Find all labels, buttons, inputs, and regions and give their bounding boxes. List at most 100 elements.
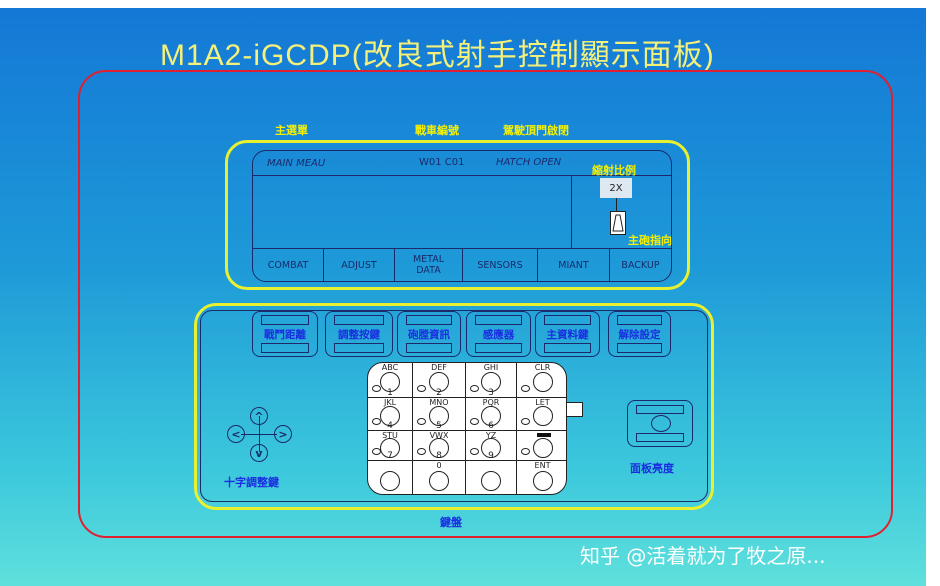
key-circle (380, 470, 400, 491)
key-number: 8 (436, 451, 442, 461)
brightness-control[interactable] (627, 400, 693, 447)
key-letters: ENT (534, 461, 551, 470)
key-circle (532, 406, 553, 426)
dpad-left-button[interactable]: < (227, 425, 245, 443)
keypad-key[interactable]: YZ 9 (466, 431, 517, 461)
btn-backup[interactable]: BACKUP (621, 259, 660, 271)
key-led (417, 418, 426, 425)
key-circle (380, 406, 400, 426)
keypad-key[interactable]: LET (517, 398, 566, 431)
keypad-key[interactable] (517, 431, 566, 461)
soft-key-3[interactable]: 砲膛資訊 (397, 311, 461, 357)
key-letters: PQR (482, 398, 500, 407)
key-circle (429, 406, 449, 426)
key-letters: 0 (436, 461, 442, 470)
keypad-key[interactable]: 0 (413, 461, 466, 494)
dpad: ^ v < > (221, 404, 297, 464)
label-main-menu: 主選單 (275, 124, 308, 137)
label-keyboard: 鍵盤 (440, 516, 462, 529)
key-circle (429, 437, 449, 458)
key-led (372, 448, 381, 455)
label-gun-direction: 主砲指向 (628, 234, 672, 247)
display-panel (225, 140, 690, 290)
key-circle (481, 406, 501, 426)
tank-id: W01 C01 (419, 157, 465, 168)
key-letters: VWX (429, 431, 449, 440)
key-number: 5 (436, 421, 442, 431)
key-circle (481, 372, 501, 392)
key-letters: STU (382, 431, 398, 440)
btn-miant[interactable]: MIANT (538, 248, 610, 282)
keypad-key[interactable] (368, 461, 413, 494)
key-led (372, 385, 381, 392)
outer-frame (78, 70, 893, 538)
key-letters: DEF (431, 363, 447, 372)
key-led (470, 448, 479, 455)
key-letters: GHI (483, 363, 499, 372)
soft-key-5[interactable]: 主資料鍵 (535, 311, 600, 357)
keypad-key[interactable]: ENT (517, 461, 566, 494)
dpad-up-button[interactable]: ^ (250, 407, 268, 425)
keypad-tab (565, 402, 583, 417)
soft-key-6[interactable]: 解除設定 (608, 311, 671, 357)
keyboard-panel (194, 303, 714, 510)
key-letters: LET (535, 398, 550, 407)
gun-direction-icon (610, 211, 626, 235)
key-led (521, 385, 530, 392)
key-number: 7 (387, 451, 393, 461)
key-led (521, 418, 530, 425)
label-hatch: 駕駛頂門啟閉 (503, 124, 569, 137)
soft-key-2[interactable]: 調整按鍵 (325, 311, 393, 357)
main-menu-text: MAIN MEAU (267, 158, 326, 169)
hatch-status: HATCH OPEN (496, 157, 562, 168)
key-circle (532, 470, 553, 491)
key-led (372, 418, 381, 425)
label-magnification: 縮射比例 (592, 164, 636, 177)
keypad-key[interactable]: STU 7 (368, 431, 413, 461)
keypad-key[interactable]: VWX 8 (413, 431, 466, 461)
key-letters: YZ (485, 431, 497, 440)
key-led (417, 385, 426, 392)
label-tank-number: 戰車編號 (415, 124, 459, 137)
zoom-indicator[interactable]: 2X (600, 178, 632, 198)
key-led (417, 448, 426, 455)
key-circle (429, 470, 449, 491)
btn-sensors[interactable]: SENSORS (463, 248, 538, 282)
key-letters: MNO (429, 398, 449, 407)
label-dpad: 十字調整鍵 (224, 476, 279, 489)
dpad-down-button[interactable]: v (250, 444, 268, 462)
key-number: 9 (488, 451, 494, 461)
keypad-key[interactable]: GHI 3 (466, 363, 517, 398)
key-circle (481, 437, 501, 458)
btn-metal-data[interactable]: METAL DATA (395, 248, 463, 282)
key-circle (481, 470, 501, 491)
keypad-key[interactable]: MNO 5 (413, 398, 466, 431)
key-number: 3 (488, 388, 494, 398)
keypad-key[interactable]: CLR (517, 363, 566, 398)
display-button-row: COMBAT ADJUST METAL DATA SENSORS MIANT B… (253, 248, 671, 282)
title: M1A2-iGCDP(改良式射手控制顯示面板) (160, 39, 715, 72)
flag-icon (537, 433, 551, 437)
key-letters: CLR (534, 363, 551, 372)
key-led (521, 448, 530, 455)
keyboard-inner (200, 310, 708, 502)
key-circle (532, 437, 553, 458)
slide: M1A2-iGCDP(改良式射手控制顯示面板) 主選單 戰車編號 駕駛頂門啟閉 … (0, 8, 926, 586)
keypad-key[interactable] (466, 461, 517, 494)
dpad-right-button[interactable]: > (274, 425, 292, 443)
zoom-line (616, 198, 617, 212)
key-circle (380, 372, 400, 392)
soft-key-1[interactable]: 戰鬥距離 (252, 311, 318, 357)
key-led (470, 418, 479, 425)
btn-adjust[interactable]: ADJUST (324, 248, 395, 282)
key-number: 1 (387, 388, 393, 398)
soft-key-4[interactable]: 感應器 (466, 311, 531, 357)
key-circle (380, 437, 400, 458)
btn-combat[interactable]: COMBAT (253, 248, 324, 282)
label-brightness: 面板亮度 (630, 462, 674, 475)
